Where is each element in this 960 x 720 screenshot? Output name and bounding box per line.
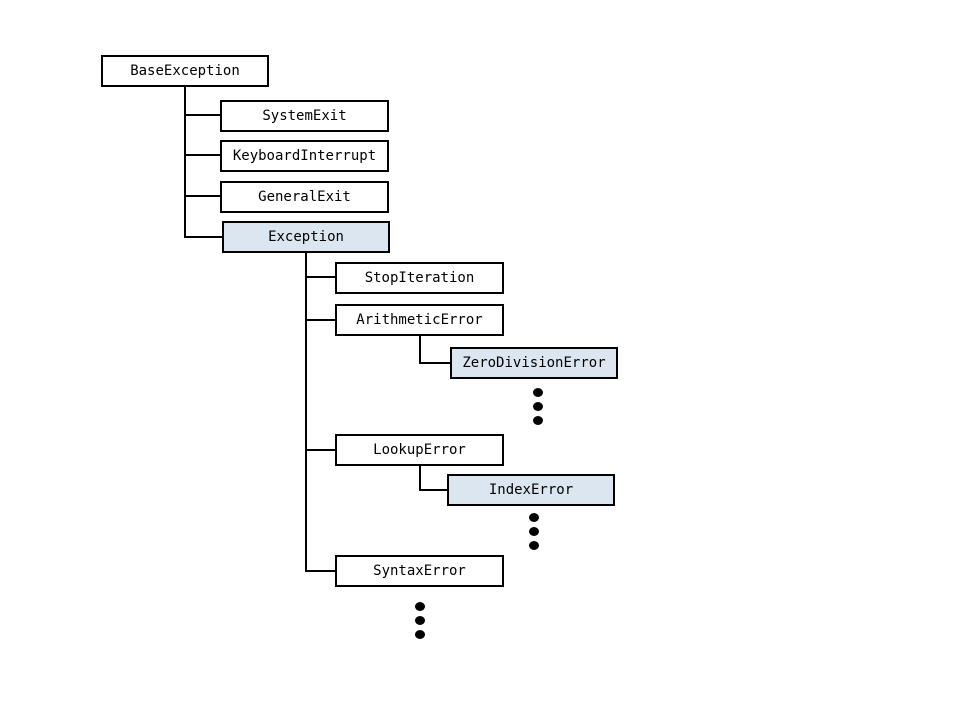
connector-line (305, 570, 336, 572)
node-zero-division-error: ZeroDivisionError (450, 347, 618, 379)
node-general-exit: GeneralExit (220, 181, 389, 213)
connector-line (184, 236, 223, 238)
dot (415, 602, 425, 611)
node-arithmetic-error: ArithmeticError (335, 304, 504, 336)
connector-line (305, 276, 336, 278)
dot (533, 402, 543, 411)
node-system-exit: SystemExit (220, 100, 389, 132)
dot (533, 416, 543, 425)
node-syntax-error: SyntaxError (335, 555, 504, 587)
dot (533, 388, 543, 397)
ellipsis-more-exception (415, 602, 425, 642)
ellipsis-more-arithmetic (533, 388, 543, 428)
connector-line (305, 449, 336, 451)
connector-line (419, 464, 421, 491)
connector-line (419, 489, 448, 491)
connector-line (419, 362, 451, 364)
dot (415, 616, 425, 625)
node-base-exception: BaseException (101, 55, 269, 87)
node-index-error: IndexError (447, 474, 615, 506)
connector-line (305, 319, 336, 321)
ellipsis-more-lookup (529, 513, 539, 553)
node-stop-iteration: StopIteration (335, 262, 504, 294)
dot (529, 541, 539, 550)
node-lookup-error: LookupError (335, 434, 504, 466)
connector-line (419, 335, 421, 364)
connector-line (184, 154, 221, 156)
node-keyboard-interrupt: KeyboardInterrupt (220, 140, 389, 172)
node-exception: Exception (222, 221, 390, 253)
dot (529, 527, 539, 536)
dot (529, 513, 539, 522)
connector-line (184, 114, 221, 116)
connector-line (305, 252, 307, 572)
dot (415, 630, 425, 639)
connector-line (184, 195, 221, 197)
connector-line (184, 86, 186, 238)
